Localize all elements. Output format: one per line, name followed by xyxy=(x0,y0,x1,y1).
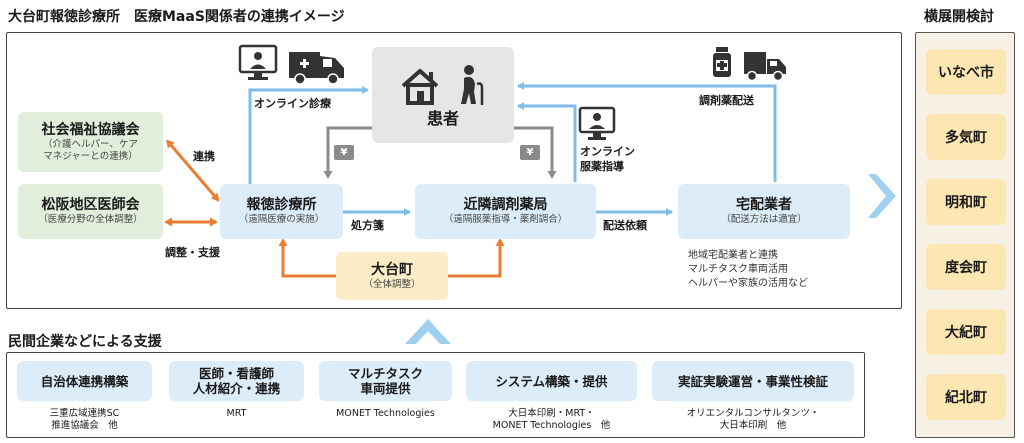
support-item-verification: 実証実験運営・事業性検証 xyxy=(652,361,854,401)
cooperation-label: 連携 xyxy=(193,150,215,163)
payment-arrow-pharmacy xyxy=(513,126,557,179)
clinic-node: 報徳診療所 （遠隔医療の実施） xyxy=(220,184,343,239)
medical-association-label: 松阪地区医師会 xyxy=(41,197,140,213)
patient-label: 患者 xyxy=(426,108,459,128)
medicine-delivery-arrow xyxy=(517,82,777,182)
delivery-note-2: マルチタスク車両活用 xyxy=(688,264,788,275)
delivery-note-3: ヘルパーや家族の活用など xyxy=(688,278,808,289)
prescription-label: 処方箋 xyxy=(351,219,384,232)
monitor-pharmacist-icon xyxy=(578,106,616,140)
support-item-system: システム構築・提供 xyxy=(466,361,637,401)
coordination-support-label: 調整・支援 xyxy=(165,246,220,259)
online-guidance-label-2: 服薬指導 xyxy=(580,160,624,173)
support-item-label: 医師・看護師 xyxy=(198,366,274,381)
clinic-label: 報徳診療所 xyxy=(246,197,317,213)
medical-association-node: 松阪地区医師会 （医療分野の全体調整） xyxy=(18,184,163,239)
pharmacy-label: 近隣調剤薬局 xyxy=(463,197,548,213)
support-note: 三重広域連携SC 推進協議会 他 xyxy=(49,408,120,431)
support-item-label: 実証実験運営・事業性検証 xyxy=(677,373,828,389)
social-welfare-council-sub2: マネジャーとの連携） xyxy=(43,150,138,162)
patient-node: 患者 xyxy=(372,47,514,143)
chevron-right-icon xyxy=(868,174,896,218)
online-guidance-label-1: オンライン xyxy=(580,145,635,158)
delivery-company-sub: （配送方法は適宜） xyxy=(721,214,807,225)
social-welfare-council-node: 社会福祉協議会 （介護ヘルパー、ケア マネジャーとの連携） xyxy=(18,112,163,172)
support-note: オリエンタルコンサルタンツ・ 大日本印刷 他 xyxy=(686,408,820,431)
expansion-panel: いなべ市 多気町 明和町 度会町 大紀町 紀北町 xyxy=(915,32,1015,438)
support-item-label: 自治体連携構築 xyxy=(40,373,129,389)
online-guidance-arrow xyxy=(517,102,577,182)
payment-arrow-clinic xyxy=(323,126,372,179)
expansion-title: 横展開検討 xyxy=(924,9,994,25)
city-kihoku: 紀北町 xyxy=(926,374,1006,420)
support-item-medical-staff: 医師・看護師 人材紹介・連携 xyxy=(169,361,304,401)
yen-icon: ¥ xyxy=(520,145,540,160)
page-title: 大台町報徳診療所 医療MaaS関係者の連携イメージ xyxy=(8,9,345,25)
online-consultation-arrow xyxy=(248,86,369,185)
city-taiki: 大紀町 xyxy=(926,309,1006,355)
support-item-label: 車両提供 xyxy=(360,381,411,396)
support-title: 民間企業などによる支援 xyxy=(8,334,162,350)
town-support-arrow-clinic xyxy=(278,238,336,278)
support-item-label: マルチタスク xyxy=(347,366,423,381)
support-item-municipal: 自治体連携構築 xyxy=(17,361,152,401)
clinic-sub: （遠隔医療の実施） xyxy=(238,214,325,225)
medical-association-sub: （医療分野の全体調整） xyxy=(38,214,143,225)
pharmacy-sub: （遠隔服薬指導・薬剤調合） xyxy=(443,214,568,225)
delivery-truck-icon xyxy=(744,52,786,82)
medicine-delivery-label: 調剤薬配送 xyxy=(699,94,754,107)
ambulance-van-icon xyxy=(289,52,344,85)
support-note: MONET Technologies xyxy=(336,408,435,419)
medicine-bottle-icon xyxy=(713,47,731,77)
support-note: 大日本印刷・MRT・ MONET Technologies 他 xyxy=(492,408,611,431)
city-meiwa: 明和町 xyxy=(926,179,1006,225)
support-note: MRT xyxy=(226,408,247,419)
city-inabe: いなべ市 xyxy=(926,49,1006,95)
delivery-company-node: 宅配業者 （配送方法は適宜） xyxy=(678,184,850,239)
chevron-up-icon xyxy=(405,319,451,344)
town-label: 大台町 xyxy=(371,261,413,278)
city-taki: 多気町 xyxy=(926,114,1006,160)
town-node: 大台町 （全体調整） xyxy=(336,252,448,300)
delivery-note-1: 地域宅配業者と連携 xyxy=(688,250,778,261)
delivery-request-label: 配送依頼 xyxy=(603,219,647,232)
yen-icon: ¥ xyxy=(334,145,354,160)
social-welfare-council-label: 社会福祉協議会 xyxy=(41,121,140,138)
elderly-person-icon xyxy=(461,64,484,105)
online-consultation-label: オンライン診療 xyxy=(254,97,331,110)
support-item-label: システム構築・提供 xyxy=(495,373,608,389)
social-welfare-council-sub1: （介護ヘルパー、ケア xyxy=(43,138,138,150)
support-item-vehicle: マルチタスク 車両提供 xyxy=(319,361,452,401)
support-item-label: 人材紹介・連携 xyxy=(192,381,281,396)
town-sub: （全体調整） xyxy=(363,278,421,290)
delivery-company-label: 宅配業者 xyxy=(736,197,792,213)
city-watarai: 度会町 xyxy=(926,244,1006,290)
house-icon xyxy=(401,68,439,105)
pharmacy-node: 近隣調剤薬局 （遠隔服薬指導・薬剤調合） xyxy=(415,184,596,239)
town-support-arrow-pharmacy xyxy=(448,238,505,278)
monitor-doctor-icon xyxy=(238,44,278,80)
cooperation-arrow xyxy=(166,139,220,202)
